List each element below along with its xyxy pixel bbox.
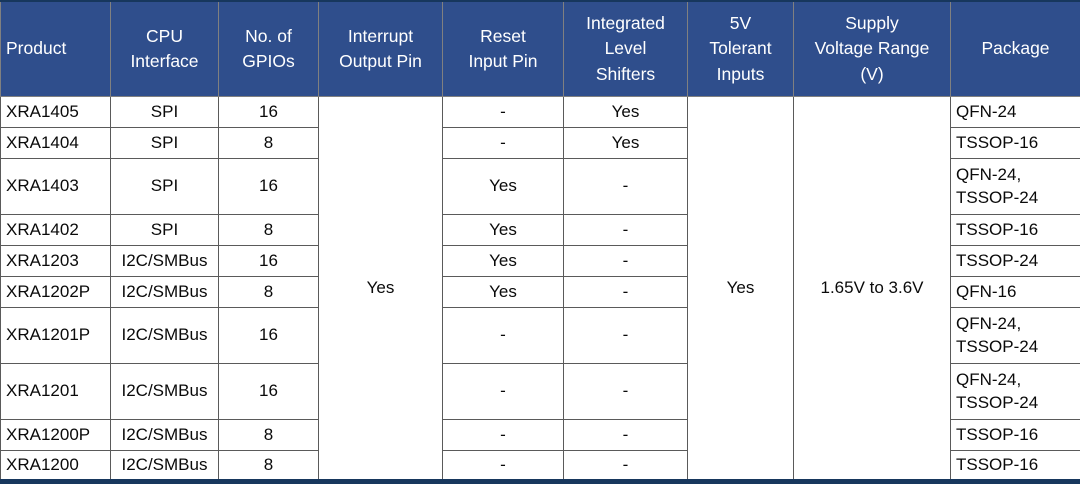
cell-cpu-interface: SPI xyxy=(110,127,219,159)
cell-package: TSSOP-16 xyxy=(950,214,1080,246)
column-header-supply-voltage-range: Supply Voltage Range (V) xyxy=(793,1,951,97)
cell-package: TSSOP-16 xyxy=(950,127,1080,159)
cell-product: XRA1402 xyxy=(0,214,111,246)
cell-product: XRA1200 xyxy=(0,450,111,482)
cell-product: XRA1201 xyxy=(0,363,111,420)
cell-gpios: 8 xyxy=(218,276,319,308)
cell-integrated-level-shifters: - xyxy=(563,276,688,308)
table-row: XRA1404 SPI 8 - Yes TSSOP-16 xyxy=(0,127,1080,159)
column-header-cpu-interface: CPU Interface xyxy=(110,1,219,97)
cell-reset-input-pin: Yes xyxy=(442,158,564,215)
cell-cpu-interface: I2C/SMBus xyxy=(110,307,219,364)
cell-package: QFN-24, TSSOP-24 xyxy=(950,158,1080,215)
cell-integrated-level-shifters: Yes xyxy=(563,127,688,159)
cell-integrated-level-shifters: - xyxy=(563,450,688,482)
column-header-no-of-gpios: No. of GPIOs xyxy=(218,1,319,97)
cell-cpu-interface: SPI xyxy=(110,96,219,128)
cell-product: XRA1201P xyxy=(0,307,111,364)
cell-product: XRA1404 xyxy=(0,127,111,159)
column-header-product: Product xyxy=(0,1,111,97)
cell-integrated-level-shifters: - xyxy=(563,214,688,246)
table-row: XRA1200 I2C/SMBus 8 - - TSSOP-16 xyxy=(0,450,1080,482)
cell-cpu-interface: I2C/SMBus xyxy=(110,450,219,482)
cell-reset-input-pin: - xyxy=(442,363,564,420)
cell-gpios: 16 xyxy=(218,307,319,364)
cell-gpios: 8 xyxy=(218,214,319,246)
cell-reset-input-pin: - xyxy=(442,127,564,159)
column-header-package: Package xyxy=(950,1,1080,97)
column-header-integrated-level-shifters: Integrated Level Shifters xyxy=(563,1,688,97)
cell-package: QFN-16 xyxy=(950,276,1080,308)
cell-gpios: 8 xyxy=(218,419,319,451)
cell-5v-tolerant-inputs-merged: Yes xyxy=(687,96,794,482)
cell-supply-voltage-range-merged: 1.65V to 3.6V xyxy=(793,96,951,482)
cell-product: XRA1202P xyxy=(0,276,111,308)
cell-cpu-interface: SPI xyxy=(110,214,219,246)
cell-integrated-level-shifters: - xyxy=(563,307,688,364)
cell-cpu-interface: I2C/SMBus xyxy=(110,245,219,277)
cell-gpios: 16 xyxy=(218,96,319,128)
cell-cpu-interface: I2C/SMBus xyxy=(110,419,219,451)
cell-reset-input-pin: - xyxy=(442,450,564,482)
cell-reset-input-pin: - xyxy=(442,307,564,364)
column-header-reset-input-pin: Reset Input Pin xyxy=(442,1,564,97)
cell-integrated-level-shifters: - xyxy=(563,363,688,420)
column-header-5v-tolerant-inputs: 5V Tolerant Inputs xyxy=(687,1,794,97)
cell-package: TSSOP-24 xyxy=(950,245,1080,277)
table-row: XRA1402 SPI 8 Yes - TSSOP-16 xyxy=(0,214,1080,246)
cell-reset-input-pin: - xyxy=(442,419,564,451)
cell-package: TSSOP-16 xyxy=(950,419,1080,451)
cell-product: XRA1405 xyxy=(0,96,111,128)
cell-product: XRA1203 xyxy=(0,245,111,277)
cell-package: QFN-24, TSSOP-24 xyxy=(950,363,1080,420)
cell-integrated-level-shifters: - xyxy=(563,158,688,215)
cell-interrupt-output-pin-merged: Yes xyxy=(318,96,443,482)
cell-package: QFN-24 xyxy=(950,96,1080,128)
table-row: XRA1403 SPI 16 Yes - QFN-24, TSSOP-24 xyxy=(0,158,1080,215)
cell-reset-input-pin: - xyxy=(442,96,564,128)
cell-product: XRA1200P xyxy=(0,419,111,451)
cell-reset-input-pin: Yes xyxy=(442,214,564,246)
cell-gpios: 16 xyxy=(218,245,319,277)
cell-cpu-interface: I2C/SMBus xyxy=(110,276,219,308)
cell-reset-input-pin: Yes xyxy=(442,245,564,277)
cell-gpios: 8 xyxy=(218,450,319,482)
cell-integrated-level-shifters: - xyxy=(563,245,688,277)
table-header: Product CPU Interface No. of GPIOs Inter… xyxy=(0,1,1080,97)
cell-integrated-level-shifters: Yes xyxy=(563,96,688,128)
table-body: XRA1405 SPI 16 Yes - Yes Yes 1.65V to 3.… xyxy=(0,96,1080,482)
cell-reset-input-pin: Yes xyxy=(442,276,564,308)
header-row: Product CPU Interface No. of GPIOs Inter… xyxy=(0,1,1080,97)
table-row: XRA1405 SPI 16 Yes - Yes Yes 1.65V to 3.… xyxy=(0,96,1080,482)
table-row: XRA1201 I2C/SMBus 16 - - QFN-24, TSSOP-2… xyxy=(0,363,1080,420)
cell-integrated-level-shifters: - xyxy=(563,419,688,451)
cell-cpu-interface: SPI xyxy=(110,158,219,215)
cell-cpu-interface: I2C/SMBus xyxy=(110,363,219,420)
cell-product: XRA1403 xyxy=(0,158,111,215)
cell-package: TSSOP-16 xyxy=(950,450,1080,482)
cell-gpios: 16 xyxy=(218,363,319,420)
table-row: XRA1202P I2C/SMBus 8 Yes - QFN-16 xyxy=(0,276,1080,308)
cell-package: QFN-24, TSSOP-24 xyxy=(950,307,1080,364)
cell-gpios: 8 xyxy=(218,127,319,159)
column-header-interrupt-output-pin: Interrupt Output Pin xyxy=(318,1,443,97)
cell-gpios: 16 xyxy=(218,158,319,215)
